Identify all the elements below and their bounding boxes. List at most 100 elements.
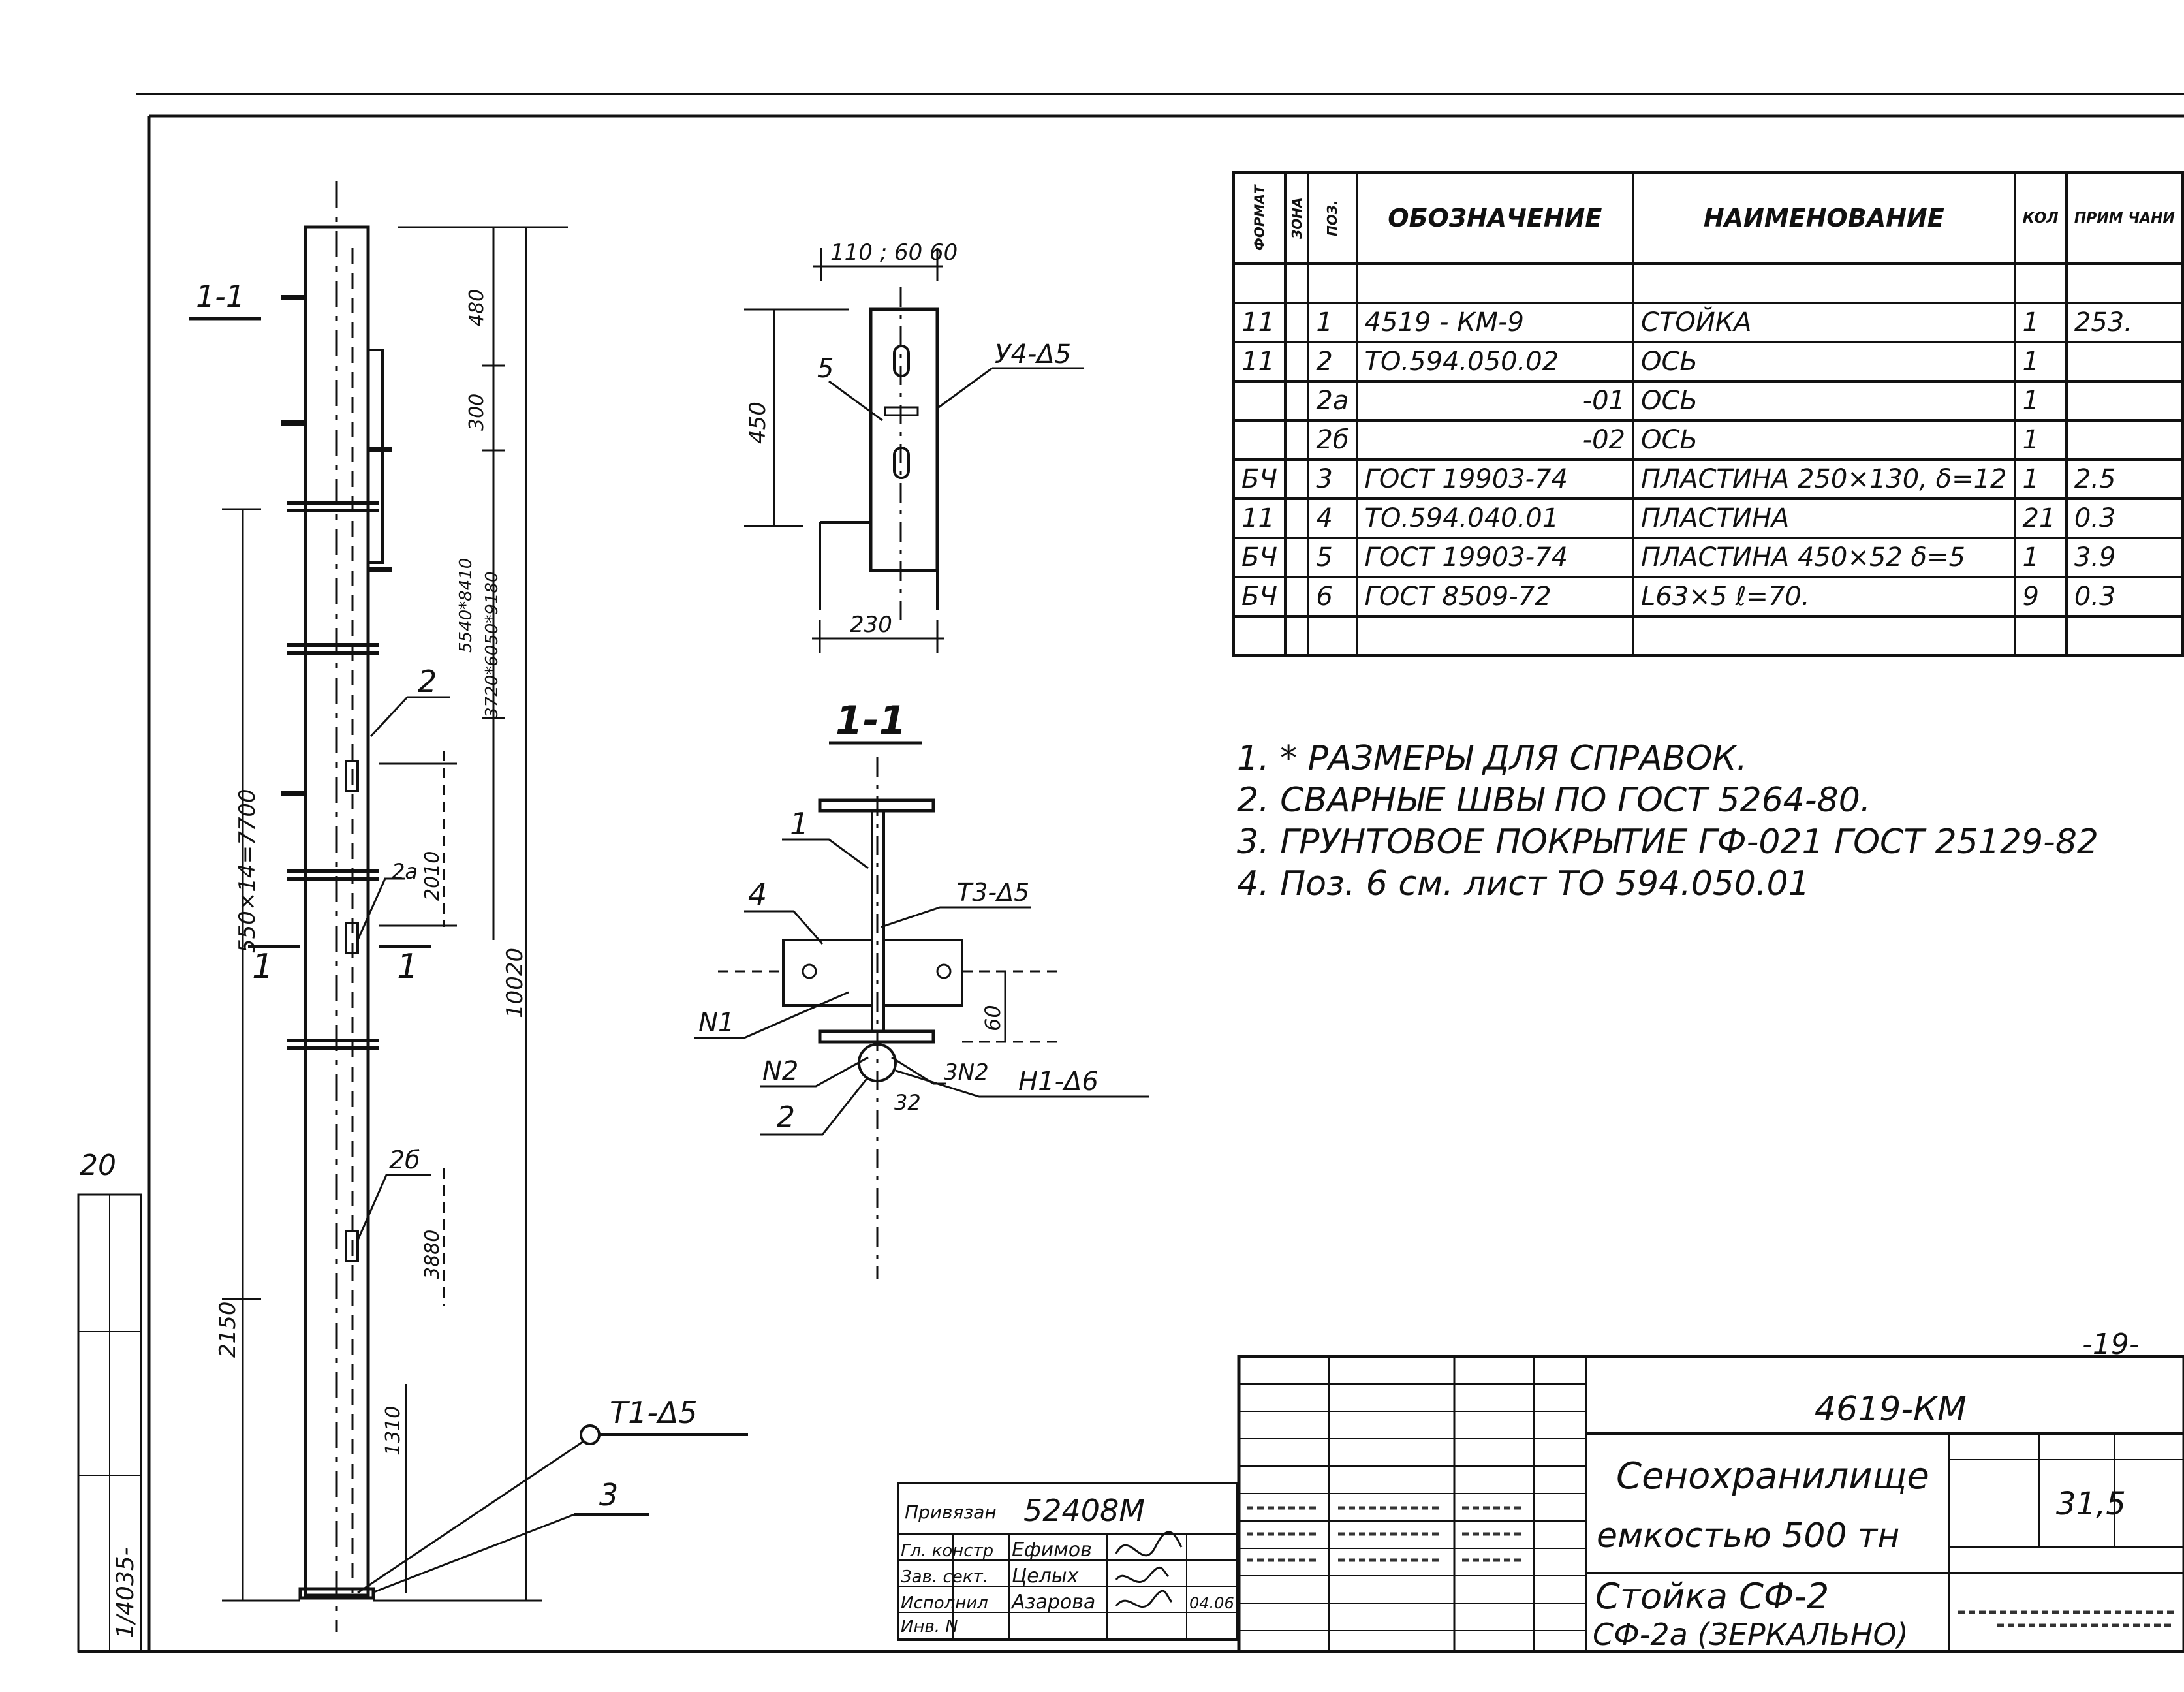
spec-cell-qty: 1 — [2013, 537, 2068, 578]
spec-cell-name: L63×5 ℓ=70. — [1632, 576, 2016, 618]
label-pos3: 3 — [599, 1477, 618, 1512]
spec-cell-pos: 1 — [1307, 302, 1358, 343]
col-designation: ОБОЗНАЧЕНИЕ — [1355, 171, 1635, 265]
spec-cell-format: БЧ — [1232, 537, 1287, 578]
spec-cell-pos: 3 — [1307, 458, 1358, 500]
smudged-entries — [1247, 1506, 2174, 1627]
axle-2 — [345, 760, 359, 792]
dim-2010: 2010 — [421, 851, 444, 901]
bound-label: Привязан — [905, 1501, 997, 1523]
spec-cell-name: ПЛАСТИНА 250×130, δ=12 — [1632, 458, 2016, 500]
sheet-name-1: Стойка СФ-2 — [1595, 1576, 1829, 1617]
plate-dim-height: 450 — [745, 401, 771, 444]
binding-block: Привязан 52408М Гл. констр Ефимов Зав. с… — [897, 1482, 1239, 1641]
sheet-name-2: СФ-2а (ЗЕРКАЛЬНО) — [1593, 1617, 1909, 1652]
spec-cell-qty: 1 — [2013, 458, 2068, 500]
spec-cell-qty: 1 — [2013, 341, 2068, 383]
dim-2150: 2150 — [215, 1301, 241, 1358]
section-1-1: 1-1 60 32 1 4 Т3-Δ5 N1 N2 3N2 2 — [694, 698, 1149, 1279]
spec-cell-designation: ГОСТ 19903-74 — [1355, 458, 1635, 500]
note-2: 2. СВАРНЫЕ ШВЫ ПО ГОСТ 5264-80. — [1237, 781, 1871, 820]
spec-cell-designation: ТО.594.040.01 — [1355, 497, 1635, 539]
note-3: 3. ГРУНТОВОЕ ПОКРЫТИЕ ГФ-021 ГОСТ 25129-… — [1237, 822, 2098, 862]
dim-7700: 550×14=7700 — [234, 789, 260, 953]
title-block: 4619-КМ Сенохранилище емкостью 500 тн Ст… — [1237, 1355, 2184, 1653]
project-line-1: Сенохранилище — [1616, 1455, 1929, 1497]
section-label-pos2: 2 — [777, 1101, 795, 1134]
spec-cell-designation: ГОСТ 19903-74 — [1355, 537, 1635, 578]
plate-detail: 110 ; 60 60 450 230 5 У4-Δ5 — [744, 240, 1084, 653]
dim-1310: 1310 — [382, 1406, 405, 1456]
binding-role-1: Гл. констр — [901, 1541, 993, 1561]
section-label-n1: N1 — [698, 1008, 734, 1038]
section-dim-60: 60 — [980, 1005, 1005, 1031]
spec-cell-pos: 5 — [1307, 537, 1358, 578]
spec-cell-note: 0.3 — [2065, 576, 2184, 618]
spec-cell-qty: 21 — [2013, 497, 2068, 539]
spec-cell-name: ПЛАСТИНА 450×52 δ=5 — [1632, 537, 2016, 578]
spec-cell-note — [2065, 419, 2184, 461]
plate-label-weld: У4-Δ5 — [995, 339, 1071, 369]
binding-name-1: Ефимов — [1012, 1539, 1092, 1561]
spec-cell-name: ОСЬ — [1632, 380, 2016, 422]
spec-cell-designation: 4519 - КМ-9 — [1355, 302, 1635, 343]
dim-3720: 3720*6050*9180 — [482, 571, 502, 718]
spec-cell-pos: 2 — [1307, 341, 1358, 383]
col-qty: КОЛ — [2013, 171, 2068, 265]
note-4: 4. Поз. 6 см. лист ТО 594.050.01 — [1237, 864, 1810, 903]
section-mark-top: 1-1 — [196, 279, 245, 314]
spec-cell-pos: 2а — [1307, 380, 1358, 422]
spec-cell-pos: 4 — [1307, 497, 1358, 539]
section-dim-32: 32 — [894, 1090, 921, 1115]
dim-5540: 5540*8410 — [456, 558, 476, 653]
plate-dim-bottom: 230 — [850, 612, 892, 638]
col-name: НАИМЕНОВАНИЕ — [1632, 171, 2016, 265]
spec-header-row: ФОРМАТ ЗОНА ПОЗ. ОБОЗНАЧЕНИЕ НАИМЕНОВАНИ… — [1234, 171, 2184, 265]
spec-cell-note — [2065, 380, 2184, 422]
binding-name-3: Азарова — [1010, 1591, 1095, 1614]
spec-cell-zone — [1283, 576, 1310, 618]
spec-cell-name: ОСЬ — [1632, 341, 2016, 383]
project-line-2: емкостью 500 тн — [1597, 1516, 1899, 1556]
label-weld-t1: Т1-Δ5 — [610, 1395, 698, 1430]
spec-cell-format: 11 — [1232, 341, 1287, 383]
section-label-weld1: Т3-Δ5 — [957, 878, 1029, 907]
spec-empty-row — [1232, 615, 2184, 657]
spec-cell-designation: -01 — [1355, 380, 1635, 422]
signature-1 — [1115, 1531, 1183, 1557]
section-label-weld2: Н1-Δ6 — [1018, 1067, 1099, 1097]
signature-2 — [1115, 1566, 1170, 1583]
label-pos2a: 2а — [392, 859, 418, 884]
dim-480: 480 — [465, 289, 488, 326]
doc-code: 4619-КМ — [1815, 1390, 1967, 1429]
spec-cell-zone — [1283, 302, 1310, 343]
axle-2b — [345, 1230, 359, 1262]
spec-cell-name: СТОЙКА — [1632, 302, 2016, 343]
notes: 1. * РАЗМЕРЫ ДЛЯ СПРАВОК. 2. СВАРНЫЕ ШВЫ… — [1237, 738, 2098, 905]
dim-10020: 10020 — [502, 948, 528, 1018]
spec-cell-zone — [1283, 419, 1310, 461]
binding-name-2: Целых — [1012, 1565, 1079, 1588]
col-note: ПРИМ ЧАНИ — [2065, 171, 2184, 265]
spec-cell-qty: 1 — [2013, 380, 2068, 422]
spec-cell-zone — [1283, 380, 1310, 422]
spec-cell-name: ОСЬ — [1632, 419, 2016, 461]
spec-cell-qty: 1 — [2013, 302, 2068, 343]
section-label-pos1: 1 — [790, 806, 809, 841]
spec-cell-format: БЧ — [1232, 576, 1287, 618]
spec-cell-qty: 9 — [2013, 576, 2068, 618]
column-body — [304, 225, 370, 1597]
dim-3880: 3880 — [421, 1230, 444, 1279]
section-title: 1-1 — [835, 698, 906, 744]
spec-cell-zone — [1283, 458, 1310, 500]
spec-cell-format: 11 — [1232, 497, 1287, 539]
spec-cell-pos: 6 — [1307, 576, 1358, 618]
base-plate — [298, 1587, 375, 1600]
spec-cell-format — [1232, 419, 1287, 461]
margin-top-mark: 20 — [80, 1149, 116, 1182]
